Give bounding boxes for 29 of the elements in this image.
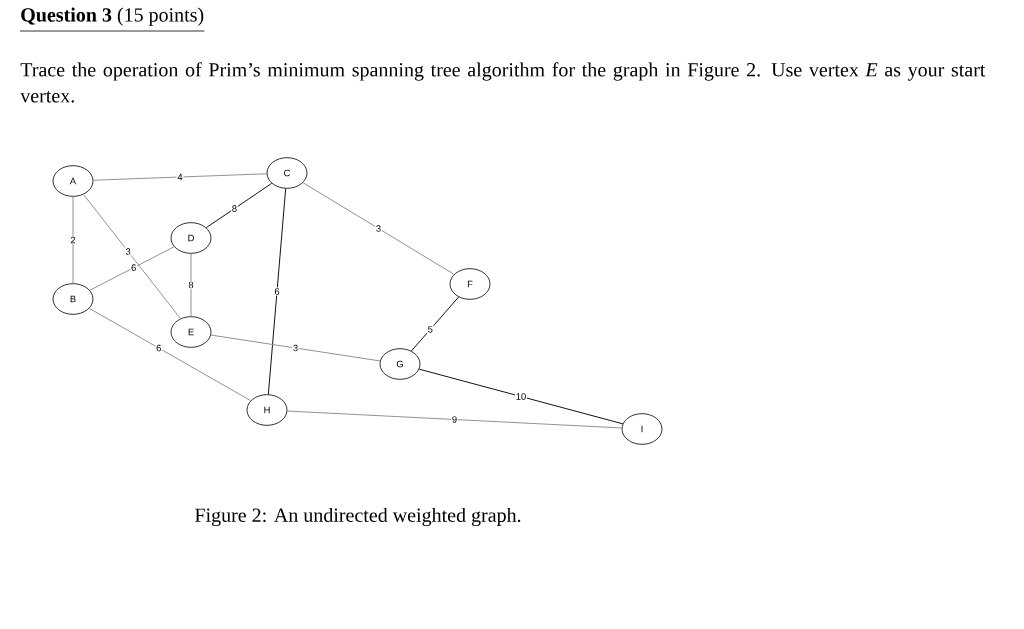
graph-edge	[267, 188, 287, 395]
graph-edge	[418, 368, 624, 425]
figure-caption: Figure 2: An undirected weighted graph.	[195, 507, 521, 527]
edge-label: 8	[187, 280, 195, 290]
graph-edge	[210, 334, 381, 362]
graph-edge	[92, 173, 268, 181]
edge-label: 6	[130, 263, 138, 272]
graph-edge	[302, 182, 455, 275]
graph-edge	[72, 196, 74, 284]
edge-label: 8	[231, 204, 238, 213]
graph-edge	[190, 253, 192, 317]
edge-label: 3	[124, 247, 132, 256]
question-text: Trace the operation of Prim’s minimum spanning tree algorithm for the graph in Figure 2. Use vertex E as your start vertex.	[20, 62, 986, 103]
question-heading: Question 3 (15 points)	[19, 7, 205, 32]
graph-edge	[83, 194, 181, 319]
graph-edge	[89, 246, 175, 291]
edge-label: 2	[69, 235, 77, 245]
edge-label: 6	[273, 287, 281, 296]
edge-label: 10	[515, 392, 527, 401]
edge-label: 6	[155, 343, 163, 353]
graph-edge	[205, 182, 273, 229]
graph-edge	[410, 296, 460, 352]
edge-label: 4	[176, 173, 184, 181]
graph-edge	[286, 410, 623, 429]
edge-label: 5	[426, 325, 434, 334]
edge-label: 9	[451, 415, 458, 424]
edge-label: 3	[292, 343, 299, 353]
graph-edge	[88, 307, 252, 402]
edge-label: 3	[375, 224, 382, 233]
